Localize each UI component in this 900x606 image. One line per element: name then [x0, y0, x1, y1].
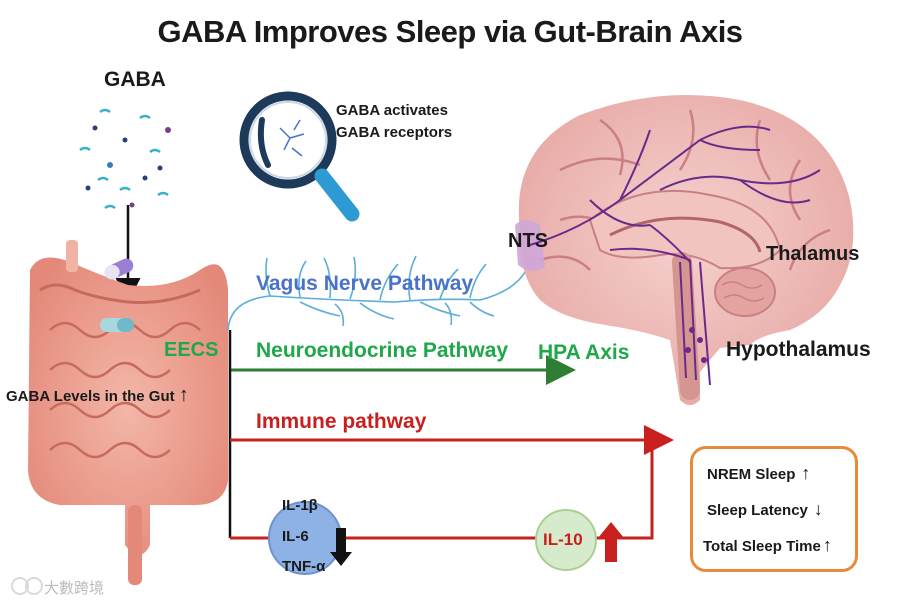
neuroendocrine-pathway-label: Neuroendocrine Pathway [256, 339, 508, 363]
watermark-text: 大數跨境 [44, 577, 104, 598]
diagram-title: GABA Improves Sleep via Gut-Brain Axis [0, 14, 900, 50]
outcome-nrem: NREM Sleep ↑ [707, 463, 810, 484]
immune-pathway-label: Immune pathway [256, 410, 426, 434]
gut-gaba-levels-label: GABA Levels in the Gut ↑ [6, 384, 189, 407]
eecs-label: EECS [164, 339, 218, 362]
gaba-label: GABA [104, 68, 166, 92]
nts-label: NTS [508, 230, 548, 253]
outcome-latency: Sleep Latency ↓ [707, 499, 823, 520]
gut-illustration [28, 240, 228, 585]
outcome-total-sleep: Total Sleep Time↑ [703, 535, 832, 556]
il10-label: IL-10 [543, 530, 583, 550]
outcome-nrem-label: NREM Sleep [707, 466, 795, 483]
outcome-total-sleep-arrow: ↑ [823, 535, 832, 555]
increase-arrow-icon [598, 522, 624, 562]
gut-gaba-levels-text: GABA Levels in the Gut [6, 388, 175, 405]
tnfa-label: TNF-α [282, 558, 325, 575]
thalamus-label: Thalamus [766, 243, 859, 266]
il1b-label: IL-1β [282, 497, 318, 514]
capsule-open-icon [100, 318, 134, 332]
watermark-logo [12, 578, 42, 594]
gaba-activates-label: GABA activates [336, 102, 448, 119]
il6-label: IL-6 [282, 528, 309, 545]
sleep-outcomes-box: NREM Sleep ↑ Sleep Latency ↓ Total Sleep T… [690, 446, 858, 572]
outcome-total-sleep-label: Total Sleep Time [703, 538, 821, 555]
outcome-latency-arrow: ↓ [814, 499, 823, 519]
gaba-receptors-label: GABA receptors [336, 124, 452, 141]
hpa-axis-label: HPA Axis [538, 341, 629, 365]
outcome-nrem-arrow: ↑ [801, 463, 810, 483]
outcome-latency-label: Sleep Latency [707, 502, 808, 519]
gaba-particles [80, 110, 171, 208]
vagus-pathway-label: Vagus Nerve Pathway [256, 272, 473, 296]
gut-gaba-up-arrow: ↑ [179, 384, 189, 406]
hypothalamus-label: Hypothalamus [726, 338, 871, 362]
